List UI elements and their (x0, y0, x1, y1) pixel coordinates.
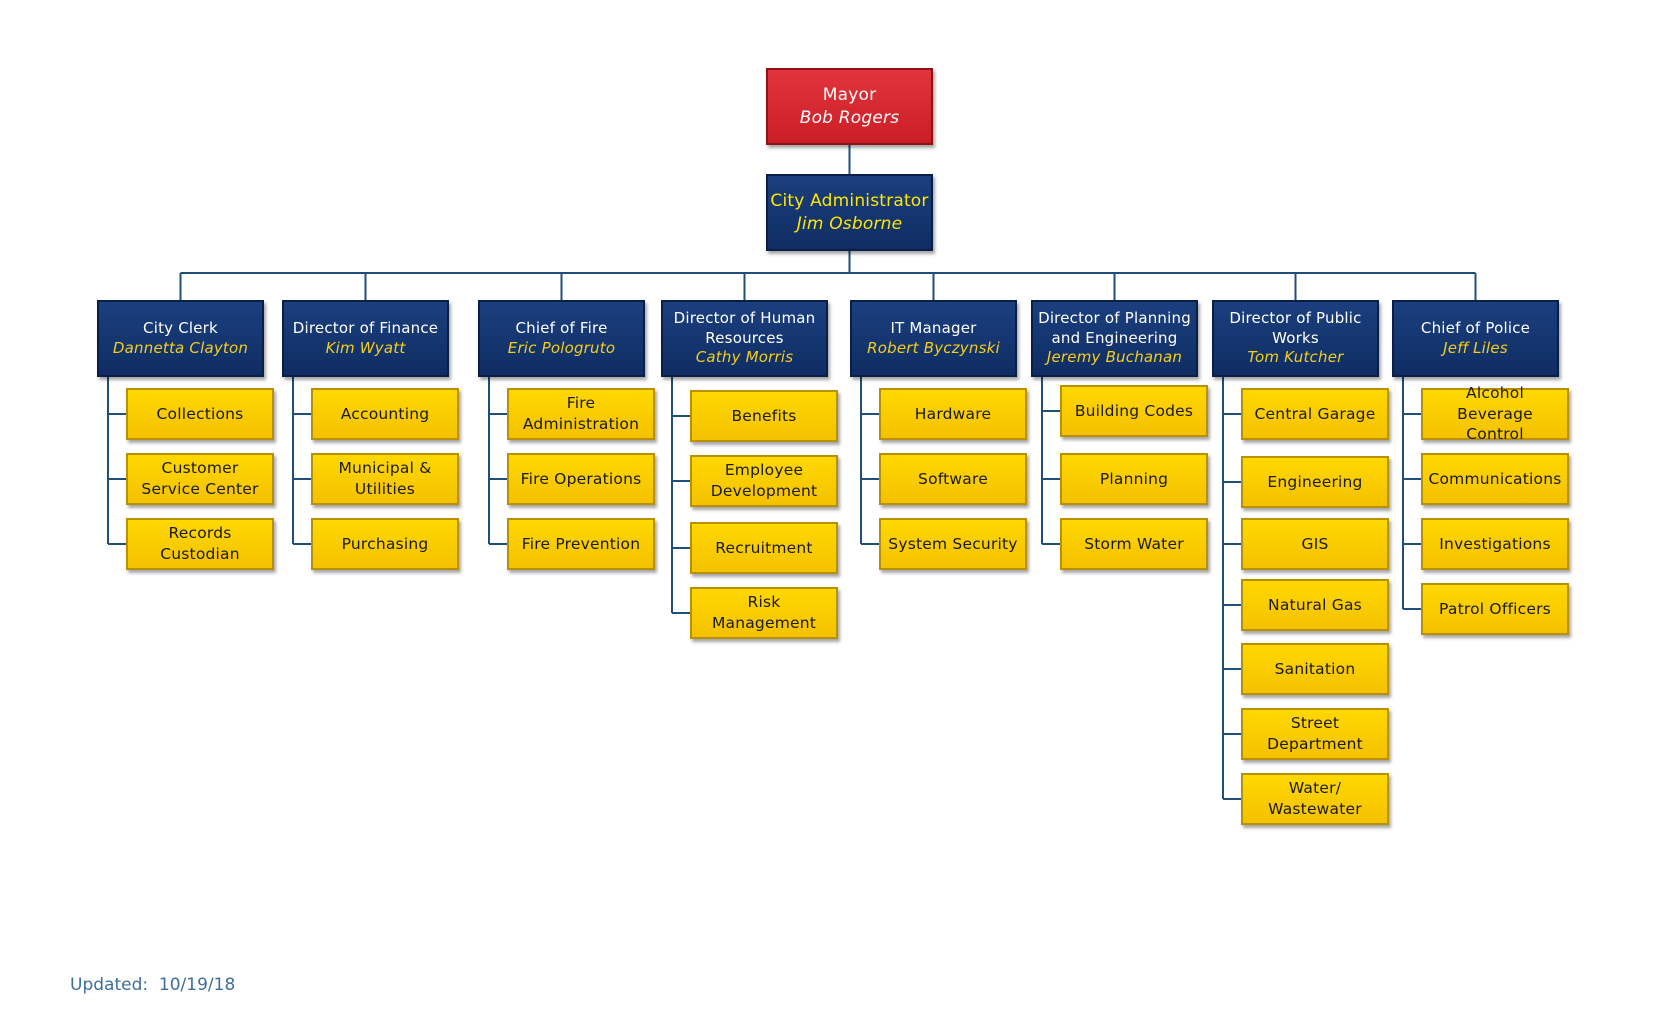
unit-label: Water/ Wastewater (1268, 779, 1362, 818)
unit-box: Benefits (690, 390, 838, 442)
unit-label: Accounting (340, 404, 430, 423)
unit-box: Customer Service Center (126, 453, 274, 505)
updated-footer: Updated: 10/19/18 (70, 975, 235, 995)
unit-box: Engineering (1241, 456, 1389, 508)
unit-label: Employee Development (710, 461, 818, 500)
unit-label: Software (918, 469, 988, 488)
unit-box: Collections (126, 388, 274, 440)
unit-label: System Security (888, 534, 1018, 553)
unit-box: Risk Management (690, 587, 838, 639)
department-head-name: Eric Pologruto (507, 338, 616, 357)
unit-box: Accounting (311, 388, 459, 440)
unit-box: Patrol Officers (1421, 583, 1569, 635)
unit-label: Street Department (1267, 714, 1363, 753)
unit-label: Customer Service Center (141, 459, 259, 498)
department-head-name: Robert Byczynski (867, 338, 1000, 357)
department-head-title: City Clerk (143, 319, 218, 337)
unit-box: Sanitation (1241, 643, 1389, 695)
unit-label: GIS (1301, 534, 1329, 553)
unit-label: Collections (156, 404, 244, 423)
unit-label: Alcohol Beverage Control (1457, 383, 1533, 444)
unit-label: Fire Operations (520, 469, 642, 488)
unit-label: Benefits (731, 406, 797, 425)
unit-box: Employee Development (690, 455, 838, 507)
unit-box: System Security (879, 518, 1027, 570)
unit-box: Natural Gas (1241, 579, 1389, 631)
unit-box: Records Custodian (126, 518, 274, 570)
updated-label: Updated: (70, 975, 149, 995)
unit-box: Communications (1421, 453, 1569, 505)
unit-box: Fire Prevention (507, 518, 655, 570)
unit-label: Recruitment (715, 538, 813, 557)
mayor-title: Mayor (822, 85, 877, 106)
unit-label: Storm Water (1084, 534, 1184, 553)
department-head-name: Tom Kutcher (1247, 348, 1344, 367)
unit-label: Planning (1099, 469, 1169, 488)
administrator-name: Jim Osborne (796, 213, 903, 234)
unit-label: Risk Management (711, 593, 817, 632)
mayor-name: Bob Rogers (799, 107, 900, 128)
department-head-title: Chief of Fire (515, 319, 608, 337)
unit-label: Hardware (914, 404, 992, 423)
unit-box: Purchasing (311, 518, 459, 570)
unit-label: Patrol Officers (1439, 599, 1551, 618)
updated-date: 10/19/18 (158, 975, 236, 995)
unit-label: Fire Prevention (521, 534, 641, 553)
unit-box: Storm Water (1060, 518, 1208, 570)
department-head-name: Kim Wyatt (325, 338, 406, 357)
department-head-name: Dannetta Clayton (112, 338, 249, 357)
department-head-title: Director of Finance (292, 319, 439, 337)
unit-box: Building Codes (1060, 385, 1208, 437)
unit-box: Municipal & Utilities (311, 453, 459, 505)
unit-label: Communications (1428, 469, 1562, 488)
department-head-title: IT Manager (890, 319, 977, 337)
unit-box: Central Garage (1241, 388, 1389, 440)
unit-label: Records Custodian (160, 524, 240, 563)
mayor-box: Mayor Bob Rogers (766, 68, 933, 145)
city-administrator-box: City Administrator Jim Osborne (766, 174, 933, 251)
unit-box: GIS (1241, 518, 1389, 570)
unit-label: Investigations (1439, 534, 1551, 553)
unit-box: Recruitment (690, 522, 838, 574)
unit-label: Purchasing (341, 534, 429, 553)
unit-box: Investigations (1421, 518, 1569, 570)
administrator-title: City Administrator (770, 191, 929, 212)
department-head-title: Chief of Police (1420, 319, 1531, 337)
unit-label: Engineering (1267, 472, 1363, 491)
unit-box: Hardware (879, 388, 1027, 440)
unit-box: Fire Administration (507, 388, 655, 440)
unit-box: Alcohol Beverage Control (1421, 384, 1569, 443)
unit-box: Software (879, 453, 1027, 505)
department-head-name: Jeff Liles (1443, 338, 1508, 357)
unit-label: Municipal & Utilities (338, 459, 432, 498)
unit-label: Natural Gas (1268, 595, 1362, 614)
department-head-title: Director of Public Works (1229, 309, 1362, 347)
department-head-name: Jeremy Buchanan (1046, 348, 1183, 367)
unit-label: Central Garage (1254, 404, 1376, 423)
unit-label: Sanitation (1274, 659, 1356, 678)
unit-box: Fire Operations (507, 453, 655, 505)
unit-box: Street Department (1241, 708, 1389, 760)
department-head-title: Director of Planning and Engineering (1038, 309, 1191, 347)
department-head-title: Director of Human Resources (673, 309, 816, 347)
unit-label: Building Codes (1074, 401, 1194, 420)
unit-box: Planning (1060, 453, 1208, 505)
unit-label: Fire Administration (522, 394, 640, 433)
unit-box: Water/ Wastewater (1241, 773, 1389, 825)
department-head-name: Cathy Morris (695, 348, 794, 367)
